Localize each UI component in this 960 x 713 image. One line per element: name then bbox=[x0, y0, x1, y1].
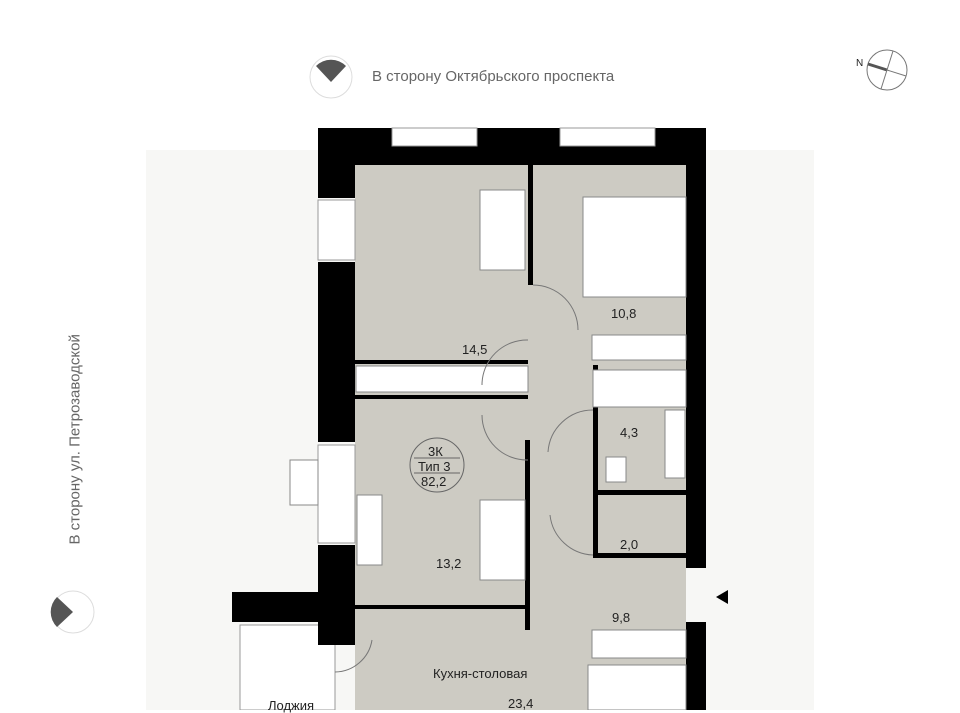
compass-icon bbox=[866, 49, 908, 91]
room-area: 10,8 bbox=[611, 306, 637, 321]
room-area: 9,8 bbox=[612, 610, 631, 625]
room-name: Кухня-столовая bbox=[433, 666, 528, 681]
direction-top-label: В сторону Октябрьского проспекта bbox=[372, 68, 615, 85]
direction-left-label: В сторону ул. Петрозаводской bbox=[66, 334, 84, 545]
room-area: 2,0 bbox=[620, 537, 639, 552]
badge-type: Тип 3 bbox=[418, 459, 451, 474]
apartment-badge bbox=[409, 437, 465, 493]
entrance-arrow bbox=[716, 590, 728, 604]
room-area: 13,2 bbox=[436, 556, 462, 571]
room-area: 23,4 bbox=[508, 696, 534, 711]
north-label: N bbox=[856, 58, 864, 69]
room-area: 14,5 bbox=[462, 342, 488, 357]
room-area: 4,3 bbox=[620, 425, 639, 440]
badge-area: 82,2 bbox=[421, 474, 447, 489]
badge-rooms: 3К bbox=[428, 444, 443, 459]
room-name: Лоджия bbox=[268, 698, 315, 713]
